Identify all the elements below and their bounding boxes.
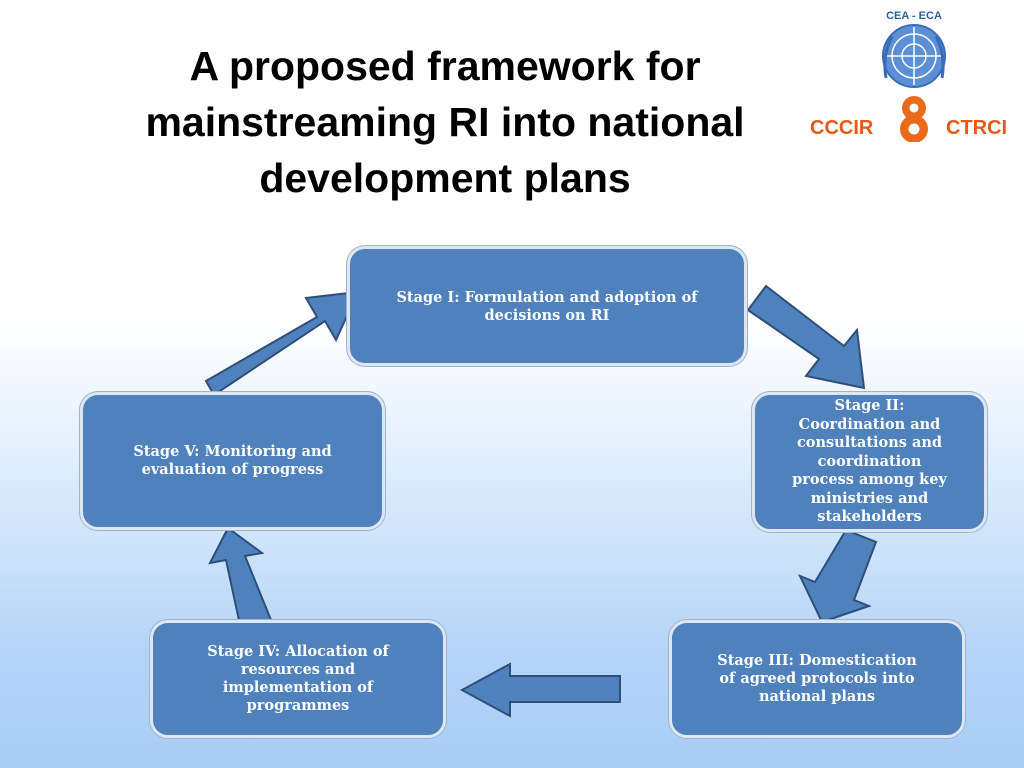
stage-4-line: programmes — [246, 697, 350, 714]
stage-3-line: Stage III: Domestication — [717, 652, 917, 669]
arrow-up-icon — [208, 526, 273, 627]
stage-2-line: process among key — [792, 471, 947, 489]
stage-3-box: Stage III: Domestication of agreed proto… — [669, 620, 965, 738]
title-line-3: development plans — [259, 155, 631, 201]
stage-4-line: Stage IV: Allocation of — [207, 643, 389, 660]
slide-title: A proposed framework for mainstreaming R… — [60, 38, 830, 206]
stage-4-line: implementation of — [222, 679, 374, 696]
stage-1-line: decisions on RI — [484, 307, 610, 324]
stage-2-line: ministries and — [810, 489, 929, 507]
arrow-down-left-icon — [797, 528, 878, 624]
logo-left-text: CCCIR — [810, 117, 874, 139]
stage-3-line: of agreed protocols into — [719, 670, 915, 687]
stage-2-line: coordination — [817, 452, 922, 470]
stage-4-line: resources and — [240, 661, 356, 678]
stage-4-box: Stage IV: Allocation of resources and im… — [150, 620, 446, 738]
arrow-left-icon — [459, 662, 621, 718]
stage-2-line: stakeholders — [817, 508, 922, 526]
stage-5-line: Stage V: Monitoring and — [133, 443, 332, 460]
stage-3-line: national plans — [758, 688, 876, 705]
stage-2-box: Stage II: Coordination and consultations… — [752, 392, 987, 532]
stage-1-box: Stage I: Formulation and adoption of dec… — [347, 246, 747, 366]
stage-2-line: Coordination and — [798, 415, 941, 433]
stage-1-line: Stage I: Formulation and adoption of — [396, 289, 698, 306]
logo-tag: CEA - ECA — [886, 10, 942, 22]
stage-2-line: consultations and — [796, 434, 943, 452]
stage-5-box: Stage V: Monitoring and evaluation of pr… — [80, 392, 385, 530]
title-line-2: mainstreaming RI into national — [145, 99, 745, 145]
logo-right-text: CTRCI — [946, 117, 1008, 139]
stage-5-line: evaluation of progress — [141, 461, 324, 478]
arrow-down-right-icon — [746, 284, 866, 390]
cccir-logo: CEA - ECA CCCIR CTRCI — [806, 4, 1018, 142]
arrow-up-right-icon — [204, 290, 360, 397]
title-line-1: A proposed framework for — [189, 43, 701, 89]
stage-2-line: Stage II: — [834, 397, 905, 415]
un-emblem-icon — [882, 24, 946, 142]
